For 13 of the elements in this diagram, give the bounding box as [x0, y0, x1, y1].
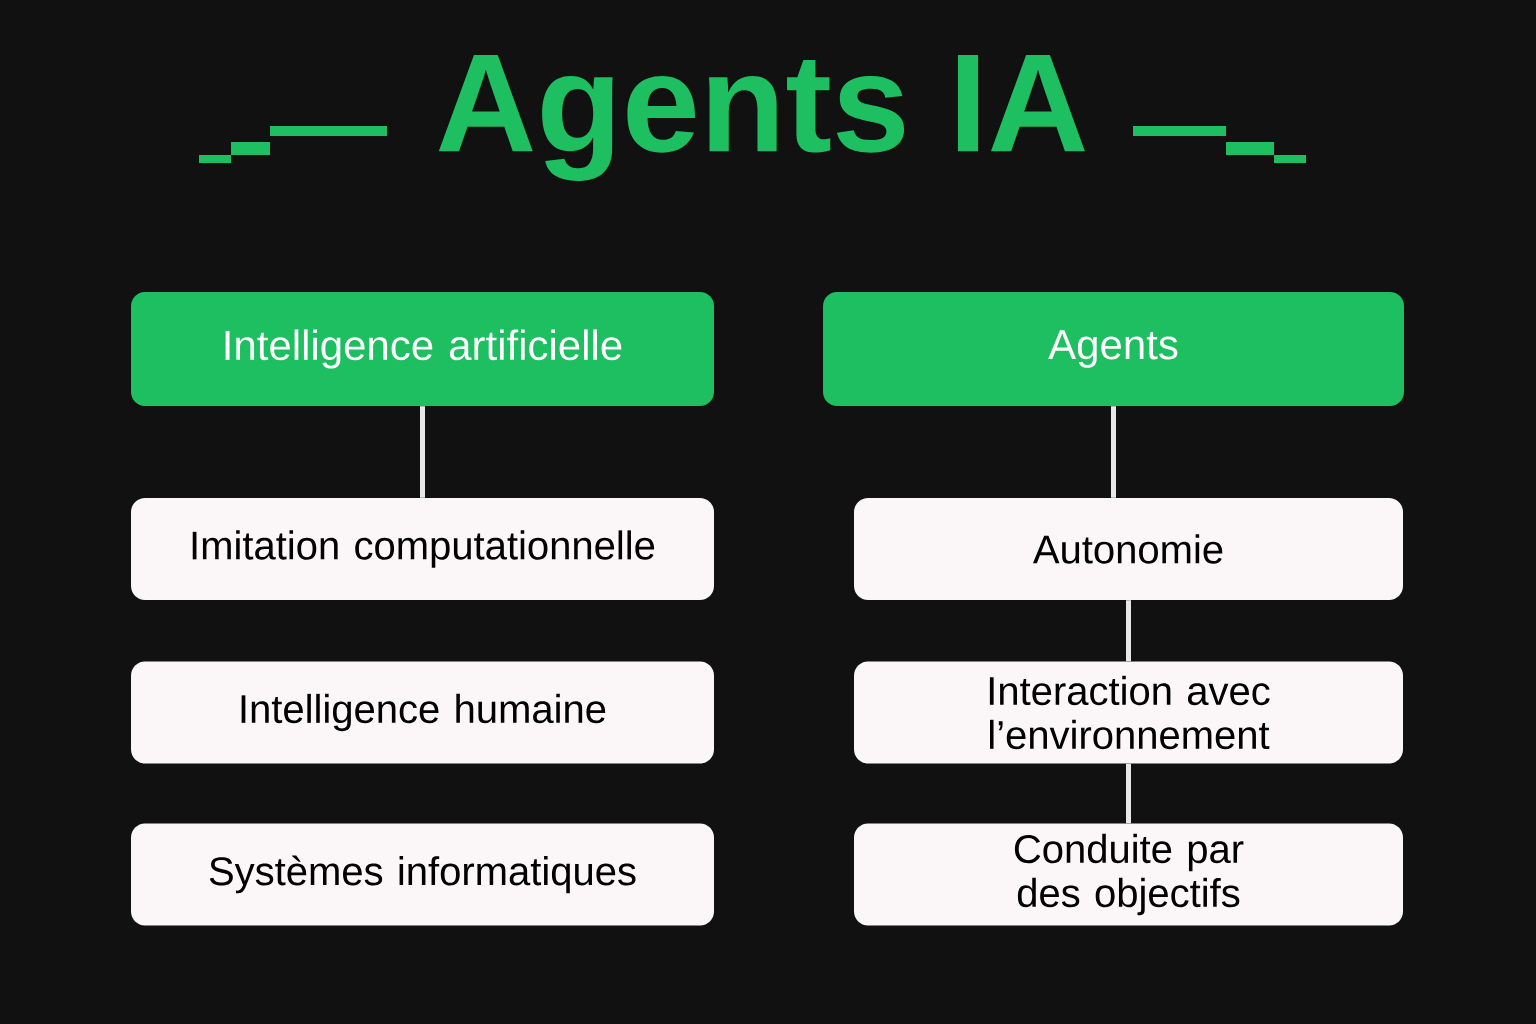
header-box: Intelligence artificielle	[131, 292, 714, 406]
connector-line	[420, 406, 425, 498]
item-box: Autonomie	[854, 498, 1403, 600]
title: Agents IA	[438, 55, 1085, 181]
item-box: Systèmes informatiques	[131, 823, 714, 926]
item-box: Imitation computationnelle	[131, 498, 714, 600]
item-box: Intelligence humaine	[131, 661, 714, 764]
connector-line	[1126, 600, 1131, 662]
connector-line	[1111, 406, 1116, 498]
item-box: Conduite par des objectifs	[854, 823, 1403, 926]
connector-line	[1126, 763, 1131, 824]
item-box: Interaction avec l’environnement	[854, 661, 1403, 764]
header-box: Agents	[823, 292, 1404, 406]
